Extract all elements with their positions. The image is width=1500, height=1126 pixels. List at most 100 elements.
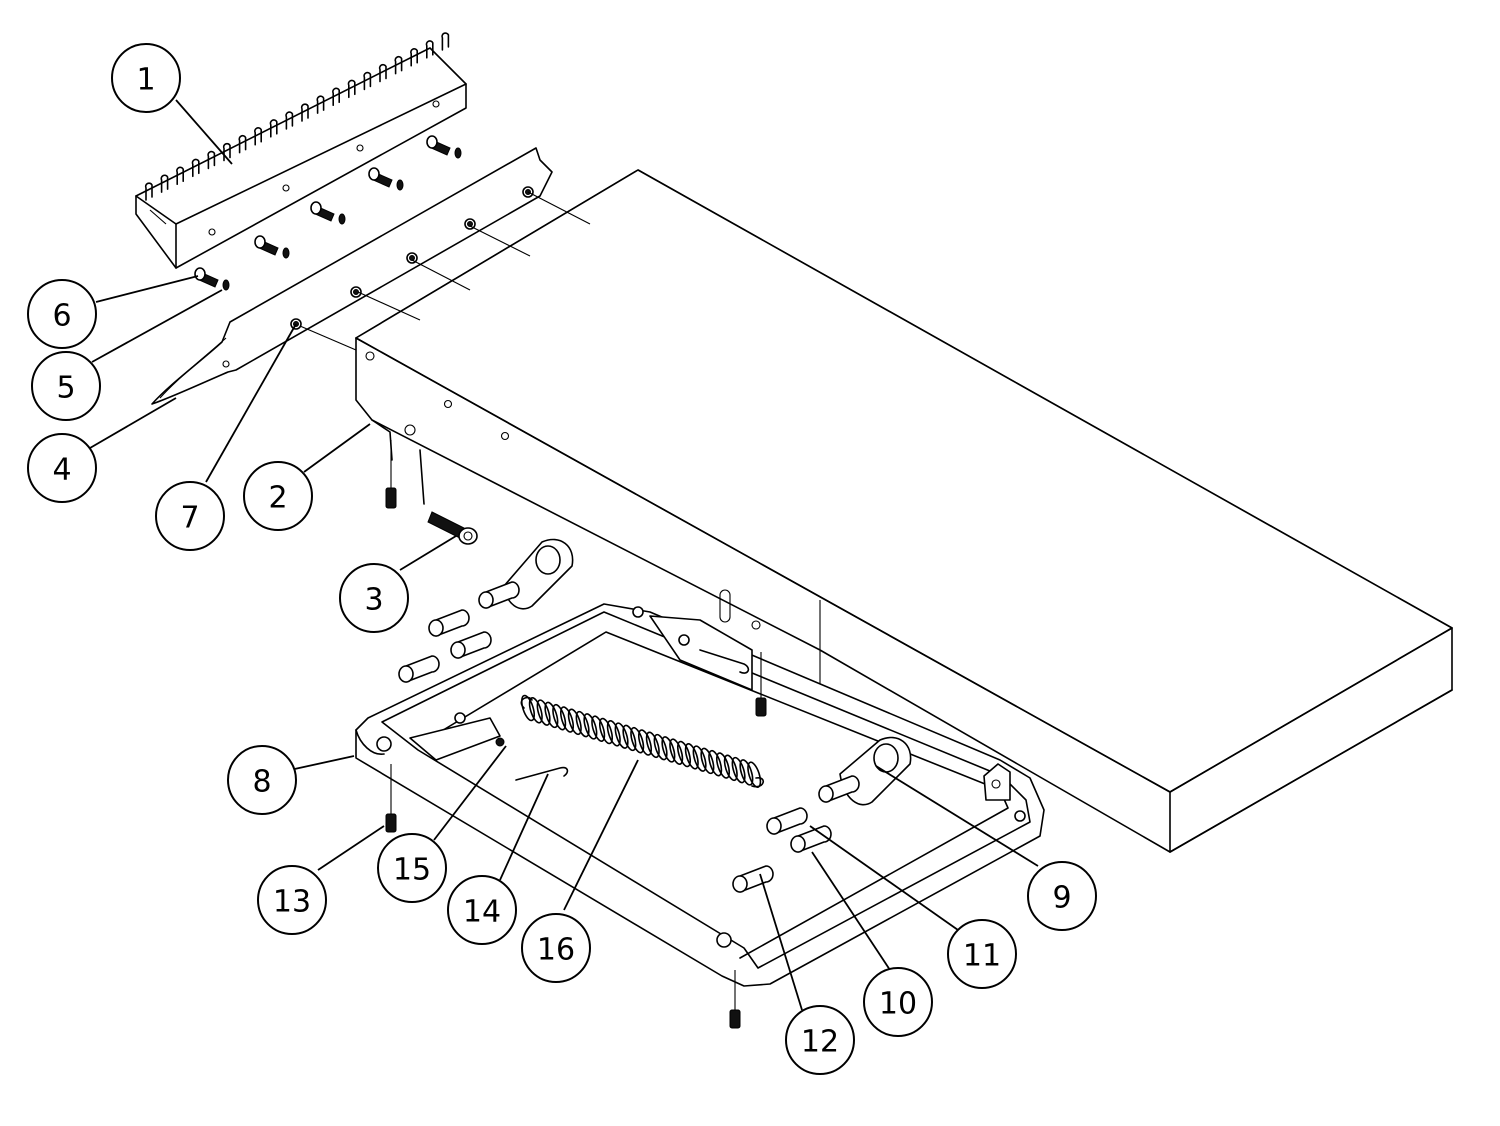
spring-coil: [552, 703, 567, 731]
guard-slot: [378, 63, 387, 83]
bushing: [435, 609, 470, 637]
bushing-end: [766, 817, 782, 835]
spring-coil: [669, 738, 684, 765]
callouts: 1 2 3 4 5 6 7 8: [27, 43, 1097, 1075]
svg-text:16: 16: [537, 933, 575, 968]
spring-coil: [591, 715, 606, 742]
svg-text:1: 1: [136, 63, 155, 98]
bushing: [797, 825, 832, 853]
guard-slot: [144, 182, 153, 201]
callout-7: 7: [155, 481, 225, 551]
callout-2: 2: [243, 461, 313, 531]
callout-8: 8: [227, 745, 297, 815]
callout-13: 13: [257, 865, 327, 935]
set-screws: [385, 652, 767, 1029]
spring-coil: [559, 706, 575, 733]
bushing-end: [818, 785, 834, 803]
guard-slot: [191, 158, 200, 178]
callout-1: 1: [111, 43, 181, 113]
screw-row: [194, 135, 534, 330]
spring-hook: [520, 696, 533, 709]
guard-slot: [238, 135, 247, 154]
callout-10: 10: [863, 967, 933, 1037]
callout-9: 9: [1027, 861, 1097, 931]
guard-slot: [316, 95, 325, 114]
spring-coil: [575, 710, 590, 738]
guard-slot: [425, 40, 434, 59]
callout-15: 15: [377, 833, 447, 903]
bushing-end: [398, 665, 414, 683]
base-frame: [355, 603, 1045, 987]
svg-text:15: 15: [393, 853, 431, 888]
screw-head: [426, 135, 438, 149]
guard-slot: [269, 119, 278, 138]
washer: [396, 179, 404, 191]
svg-text:14: 14: [463, 895, 501, 930]
spring-coil: [622, 724, 637, 752]
spring-coil: [567, 708, 582, 736]
spring-coil: [645, 731, 660, 759]
spring-coil: [708, 749, 723, 777]
bushing: [457, 631, 492, 659]
guard-slot: [332, 87, 340, 106]
spring-coil: [661, 736, 676, 763]
callout-4: 4: [27, 433, 97, 503]
screw-head: [310, 201, 322, 215]
bushing: [773, 807, 808, 835]
spring-coil: [684, 743, 699, 770]
spring-coil: [520, 694, 536, 722]
washer: [282, 247, 290, 259]
bushings: [398, 581, 860, 893]
svg-text:10: 10: [879, 987, 917, 1022]
callout-3: 3: [339, 563, 409, 633]
projection-lines: [299, 191, 591, 351]
nut-hole: [467, 221, 473, 227]
bushing-end: [790, 835, 806, 853]
nut-hole: [409, 255, 415, 261]
spring-coil: [739, 759, 754, 786]
svg-text:8: 8: [252, 765, 271, 800]
spring-coil: [723, 754, 738, 782]
spring-coil: [700, 747, 715, 775]
guard-plate: [151, 147, 553, 405]
guard-slot: [300, 103, 309, 122]
callout-12: 12: [785, 1005, 855, 1075]
leader-lines: [89, 99, 1039, 1011]
callout-5: 5: [31, 351, 101, 421]
washer: [454, 147, 462, 159]
guard-slot: [363, 71, 372, 91]
guard-slot: [207, 150, 216, 170]
slotted-guard: [135, 32, 467, 269]
guard-slot: [441, 32, 450, 51]
spring-coil: [598, 717, 614, 745]
svg-text:9: 9: [1052, 881, 1071, 916]
svg-text:4: 4: [52, 453, 71, 488]
callout-16: 16: [521, 913, 591, 983]
callout-6: 6: [27, 279, 97, 349]
hook-pins: [515, 649, 750, 781]
svg-text:12: 12: [801, 1025, 839, 1060]
spring-coil: [692, 745, 707, 772]
spring-coil: [653, 733, 668, 761]
svg-text:2: 2: [268, 481, 287, 516]
spring-hook: [751, 777, 764, 788]
nut-hole: [353, 289, 359, 295]
spring-coil: [606, 720, 621, 747]
guard-slot: [394, 56, 403, 75]
guard-slot: [410, 48, 418, 67]
spring-coil: [731, 756, 746, 784]
cap-screw: [385, 440, 478, 545]
svg-text:6: 6: [52, 299, 71, 334]
spring-coil: [676, 740, 692, 768]
guard-slot: [347, 79, 356, 99]
bushing-end: [732, 875, 748, 893]
bushing-end: [428, 619, 444, 637]
svg-text:7: 7: [180, 501, 199, 536]
bushing: [405, 655, 440, 683]
bushing-end: [478, 591, 494, 609]
screw-head: [254, 235, 266, 249]
spring-coil: [715, 752, 731, 779]
spring-coil: [544, 701, 559, 729]
spring-coil: [614, 722, 629, 749]
